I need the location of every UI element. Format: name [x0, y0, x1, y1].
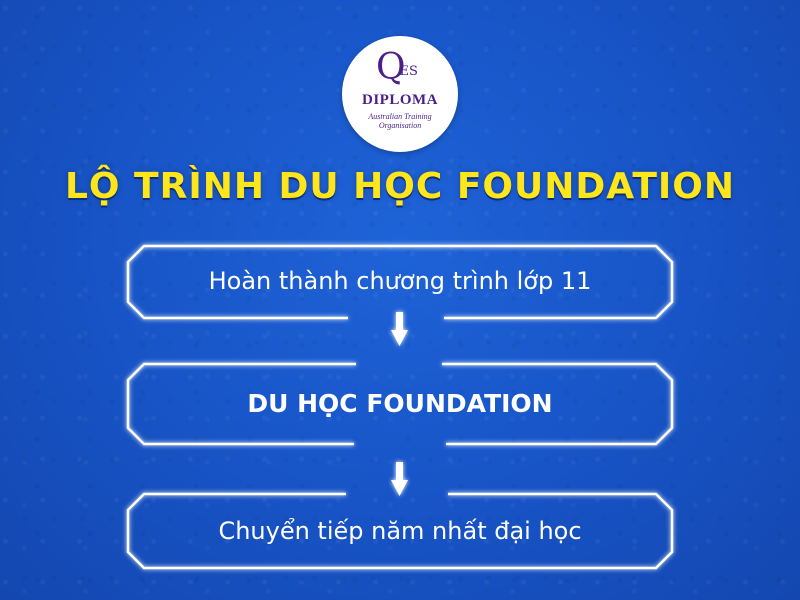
step-box-2	[126, 362, 674, 446]
down-arrow-icon	[391, 312, 408, 346]
step-3-label: Chuyển tiếp năm nhất đại học	[218, 517, 582, 545]
logo-mark: QES	[376, 47, 418, 88]
step-box-3	[126, 492, 674, 570]
logo-title: DIPLOMA	[362, 92, 438, 108]
logo-badge: QES DIPLOMA Australian Training Organisa…	[342, 36, 458, 152]
down-arrow-icon	[391, 462, 408, 496]
step-box-1	[126, 244, 674, 320]
logo-subtitle: Australian Training Organisation	[368, 112, 432, 130]
step-1-label: Hoàn thành chương trình lớp 11	[208, 267, 592, 295]
step-2-label: DU HỌC FOUNDATION	[247, 389, 553, 418]
page-title: LỘ TRÌNH DU HỌC FOUNDATION	[64, 166, 736, 207]
